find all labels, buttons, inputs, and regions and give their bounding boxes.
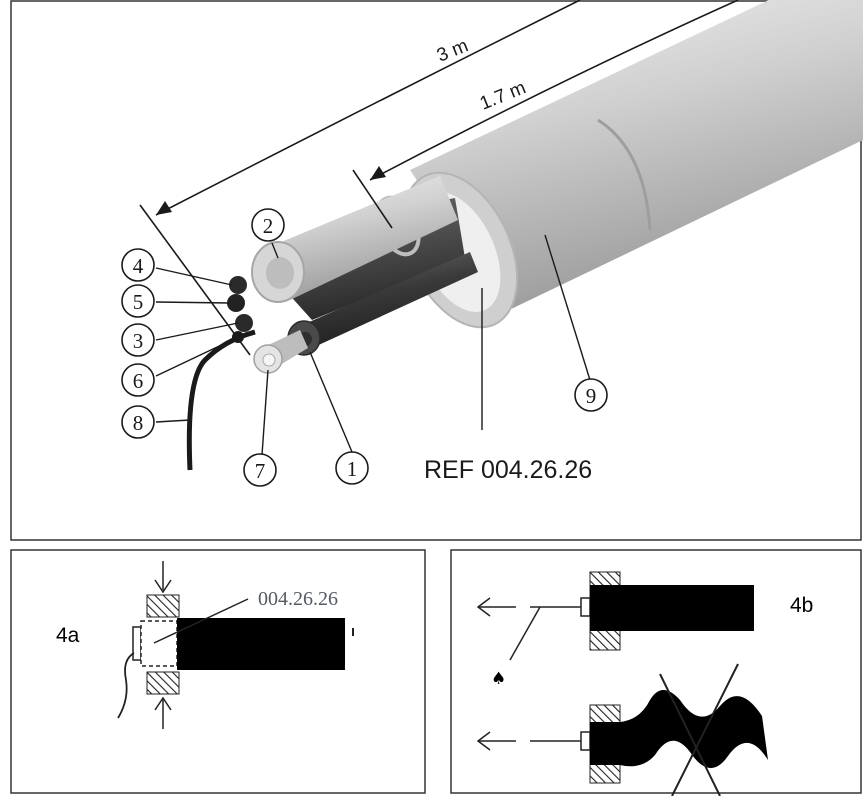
spade-symbol: ♠ [491, 669, 506, 689]
callout-8: 8 [121, 405, 155, 439]
tube-5 [227, 294, 245, 312]
svg-text:3: 3 [133, 329, 144, 353]
callout-4: 4 [121, 248, 155, 282]
callout-2: 2 [251, 208, 285, 242]
svg-text:8: 8 [133, 411, 144, 435]
svg-text:4: 4 [133, 254, 144, 278]
svg-text:2: 2 [263, 214, 274, 238]
svg-text:1: 1 [347, 457, 358, 481]
dimension-lines [139, 0, 739, 356]
panel-4a-drawing [117, 561, 354, 729]
panel-4b-drawing-correct [476, 571, 754, 661]
svg-text:9: 9 [586, 384, 597, 408]
leader-lines [155, 234, 591, 456]
panel-4a-frame [10, 549, 426, 794]
callout-3: 3 [121, 323, 155, 357]
panel-4a-label: 4a [56, 624, 80, 647]
svg-text:5: 5 [133, 290, 144, 314]
tube-illustration [186, 0, 863, 471]
tube-3 [235, 314, 253, 332]
tube-4 [229, 276, 247, 294]
callout-5: 5 [121, 284, 155, 318]
callout-9: 9 [574, 378, 608, 412]
outer-jacket [410, 0, 863, 312]
callout-6: 6 [121, 363, 155, 397]
twisted-cable [590, 690, 768, 769]
reference-label: REF 004.26.26 [424, 456, 592, 484]
cable-8 [186, 329, 256, 471]
panel-4b-drawing-incorrect [476, 663, 768, 796]
svg-text:7: 7 [255, 459, 266, 483]
svg-text:6: 6 [133, 369, 144, 393]
panel-4b-label: 4b [790, 594, 813, 617]
callout-1: 1 [335, 451, 369, 485]
panel-4a-part-number: 004.26.26 [258, 588, 338, 610]
callout-7: 7 [243, 453, 277, 487]
